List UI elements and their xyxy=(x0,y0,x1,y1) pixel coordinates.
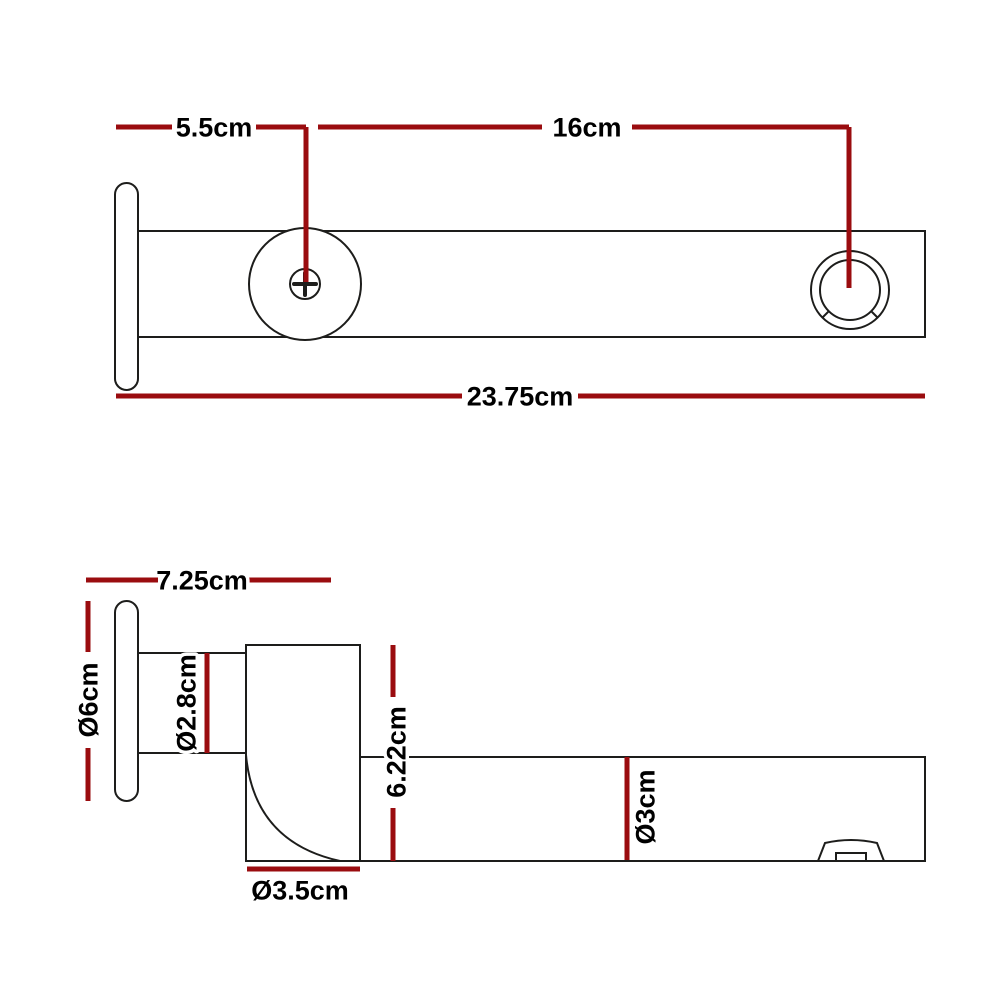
top-view-dimensions: 5.5cm 16cm 23.75cm xyxy=(116,109,925,415)
side-view xyxy=(114,600,926,862)
dim-label-wall-projection: 7.25cm xyxy=(156,565,248,595)
top-view xyxy=(114,182,926,391)
dim-label-body-height: 6.22cm xyxy=(381,706,411,798)
outlet-ring-notches xyxy=(821,310,879,319)
dim-label-spout-diameter: Ø3cm xyxy=(630,769,660,844)
elbow-curve xyxy=(245,754,341,862)
dim-label-flange-diameter: Ø6cm xyxy=(73,662,103,737)
dim-label-wall-to-pivot: 5.5cm xyxy=(176,112,253,142)
aerator-outer xyxy=(816,839,886,862)
aerator-inner xyxy=(835,852,867,861)
dim-label-overall-length: 23.75cm xyxy=(467,381,574,411)
dim-label-outlet-base-diameter: Ø3.5cm xyxy=(251,875,349,905)
swivel-body-side-view xyxy=(245,644,361,862)
side-view-dimensions: 7.25cm Ø6cm Ø2.8cm 6.22cm Ø3cm Ø3.5cm xyxy=(70,562,664,909)
dim-label-pivot-to-outlet: 16cm xyxy=(552,112,621,142)
wall-plate-side-view xyxy=(114,600,139,802)
wall-pipe-side-view xyxy=(137,652,247,754)
wall-plate-top-view xyxy=(114,182,139,391)
dim-label-pipe-diameter: Ø2.8cm xyxy=(171,654,201,752)
